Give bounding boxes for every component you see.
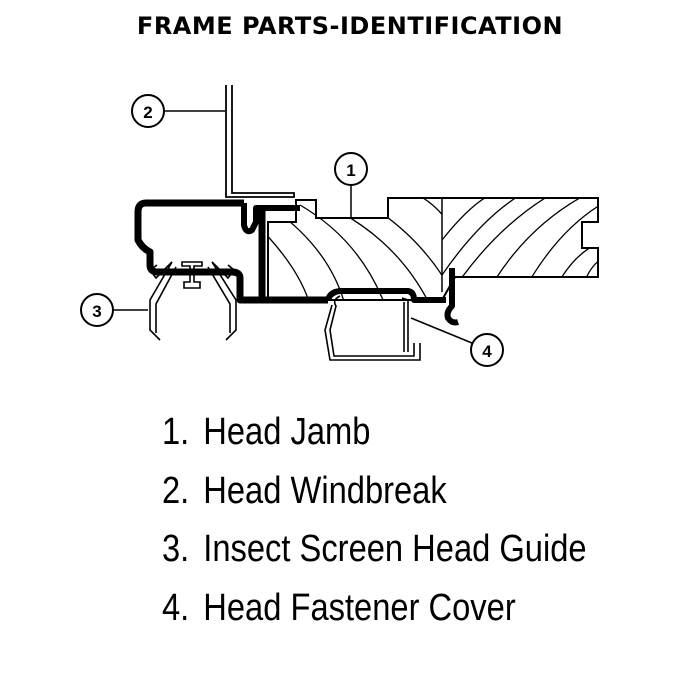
head-frame-profile — [134, 199, 459, 326]
svg-text:4: 4 — [482, 342, 492, 361]
callout-4: 4 — [410, 317, 504, 367]
legend-item-head-jamb: 1.Head Jamb — [162, 411, 371, 453]
head-windbreak-profile — [225, 85, 295, 198]
callout-3: 3 — [80, 293, 148, 327]
svg-text:3: 3 — [92, 302, 101, 321]
legend-item-insect-screen-head-guide: 3.Insect Screen Head Guide — [162, 528, 587, 570]
svg-text:2: 2 — [143, 103, 152, 122]
legend-item-head-windbreak: 2.Head Windbreak — [162, 469, 447, 512]
fastener-cover-profile — [324, 295, 421, 361]
svg-text:1: 1 — [346, 161, 355, 180]
diagram-title: FRAME PARTS-IDENTIFICATION — [136, 12, 564, 40]
callout-2: 2 — [131, 94, 225, 128]
parts-legend: 1.Head Jamb 2.Head Windbreak 3.Insect Sc… — [162, 405, 656, 639]
insect-screen-guide-profile — [148, 261, 237, 341]
head-jamb-wood — [267, 197, 599, 301]
callout-1: 1 — [334, 152, 368, 218]
legend-item-head-fastener-cover: 4.Head Fastener Cover — [162, 586, 516, 629]
